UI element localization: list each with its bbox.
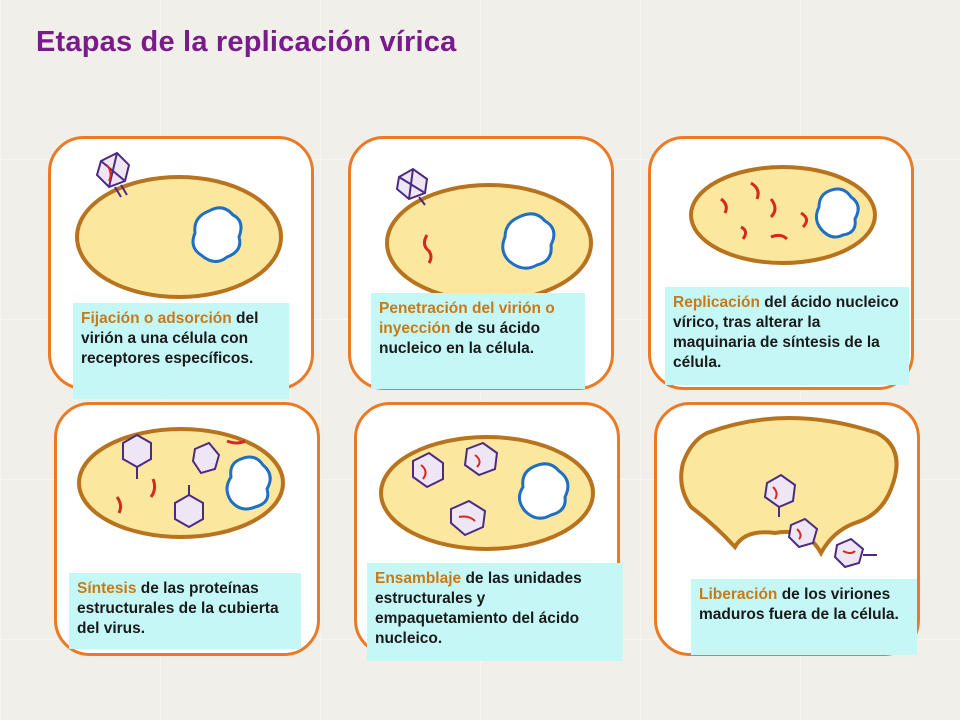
caption-highlight: Liberación xyxy=(699,586,778,603)
caption-text: de los viriones maduros fuera de la célu… xyxy=(699,586,899,623)
caption-text: de las unidades estructurales y empaquet… xyxy=(375,570,582,647)
stage-3-illustration xyxy=(689,165,877,265)
nucleus xyxy=(191,206,243,263)
stage-caption: Ensamblaje de las unidades estructurales… xyxy=(367,563,623,661)
caption-text: del ácido nucleico vírico, tras alterar … xyxy=(673,294,899,371)
nucleic-acid xyxy=(422,234,433,264)
caption-highlight: Replicación xyxy=(673,294,760,311)
viruses xyxy=(122,433,221,529)
stage-panel-3: Replicación del ácido nucleico vírico, t… xyxy=(648,136,914,390)
stage-panel-4: Síntesis de las proteínas estructurales … xyxy=(54,402,320,656)
stage-caption: Síntesis de las proteínas estructurales … xyxy=(69,573,301,649)
nucleic-acids xyxy=(115,439,246,514)
nucleic-acids xyxy=(772,486,856,554)
caption-highlight: Fijación o adsorción xyxy=(81,310,232,327)
caption-text: de su ácido nucleico en la célula. xyxy=(379,320,541,357)
stage-4-illustration xyxy=(77,427,285,539)
caption-text: de las proteínas estructurales de la cub… xyxy=(77,580,279,637)
stage-caption: Replicación del ácido nucleico vírico, t… xyxy=(665,287,909,385)
stage-panel-1: Fijación o adsorción del virión a una cé… xyxy=(48,136,314,399)
nucleic-acids xyxy=(420,454,481,522)
nucleic-acid xyxy=(106,164,112,182)
virus xyxy=(95,151,131,198)
cell xyxy=(385,183,593,303)
viruses xyxy=(763,473,877,569)
nucleus xyxy=(518,462,570,520)
stage-panel-6: Liberación de los viriones maduros fuera… xyxy=(654,402,920,656)
nucleic-acids xyxy=(720,181,808,241)
caption-text: del virión a una célula con receptores e… xyxy=(81,310,259,367)
stage-caption: Liberación de los viriones maduros fuera… xyxy=(691,579,917,655)
stage-caption: Fijación o adsorción del virión a una cé… xyxy=(73,303,289,399)
caption-highlight: Ensamblaje xyxy=(375,570,462,587)
stage-caption: Penetración del virión o inyección de su… xyxy=(371,293,585,389)
caption-highlight: Penetración del virión o inyección xyxy=(379,300,555,337)
caption-highlight: Síntesis xyxy=(77,580,137,597)
stage-1-illustration xyxy=(75,151,283,299)
stage-panel-5: Ensamblaje de las unidades estructurales… xyxy=(354,402,623,661)
nucleus xyxy=(814,187,860,239)
stage-panel-2: Penetración del virión o inyección de su… xyxy=(348,136,614,390)
nucleus xyxy=(501,212,556,270)
stage-2-illustration xyxy=(385,167,593,303)
nucleus xyxy=(225,455,272,511)
cell xyxy=(75,175,283,299)
stage-5-illustration xyxy=(379,435,595,551)
stage-6-illustration xyxy=(679,416,899,569)
virus xyxy=(395,167,429,206)
page-title: Etapas de la replicación vírica xyxy=(36,26,457,58)
